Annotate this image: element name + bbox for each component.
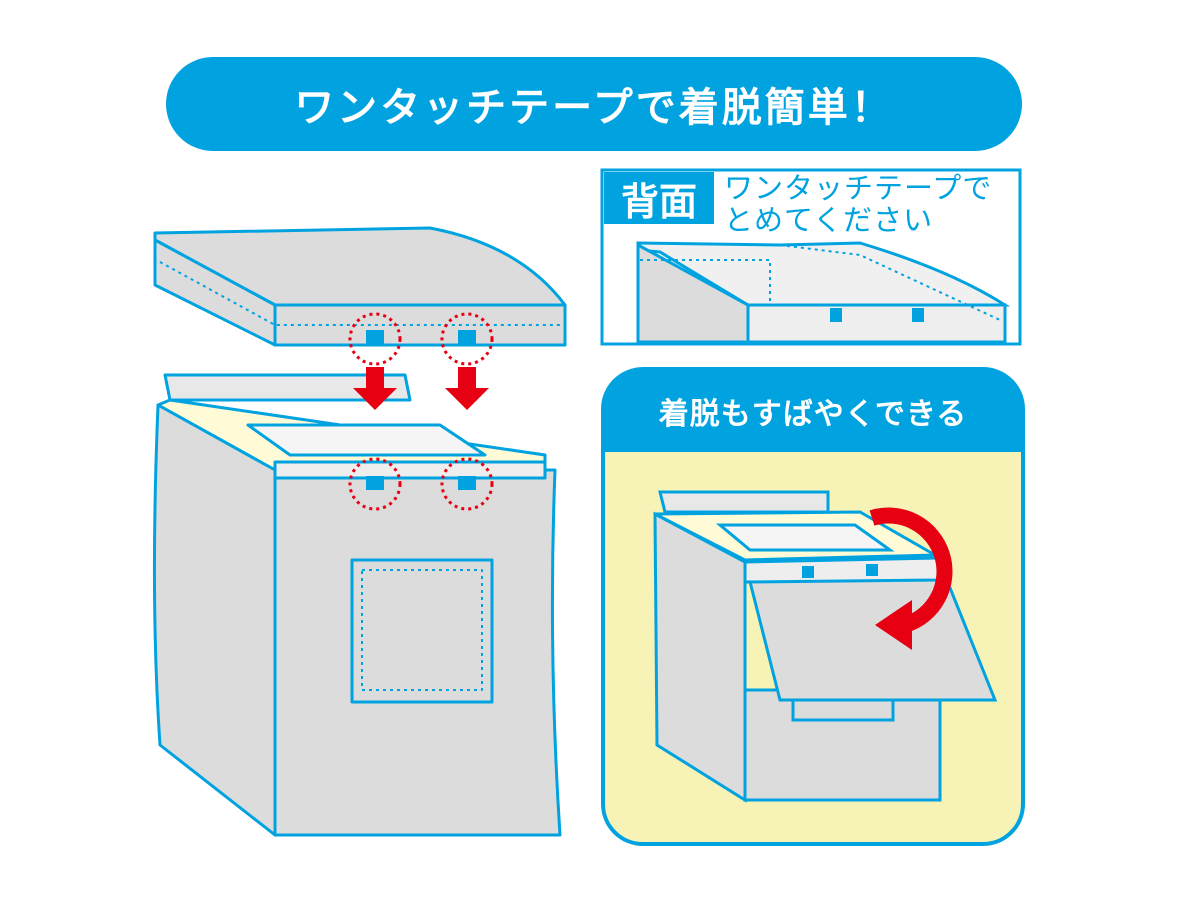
- rotate-arrow-icon: [869, 507, 953, 650]
- back-label: 背面: [604, 172, 714, 224]
- quick-removal-panel: [601, 367, 1025, 846]
- back-instruction-line1: ワンタッチテープで: [724, 171, 993, 205]
- tape-highlight-circles: [348, 312, 494, 511]
- back-instruction: ワンタッチテープで とめてください: [724, 172, 992, 236]
- back-instruction-line2: とめてください: [724, 203, 934, 237]
- quick-panel-title: 着脱もすばやくできる: [658, 397, 968, 432]
- down-arrow-icon: [353, 367, 489, 410]
- lid: [153, 226, 567, 347]
- storage-box: [152, 373, 562, 837]
- banner-title: ワンタッチテープで着脱簡単！: [166, 57, 1022, 151]
